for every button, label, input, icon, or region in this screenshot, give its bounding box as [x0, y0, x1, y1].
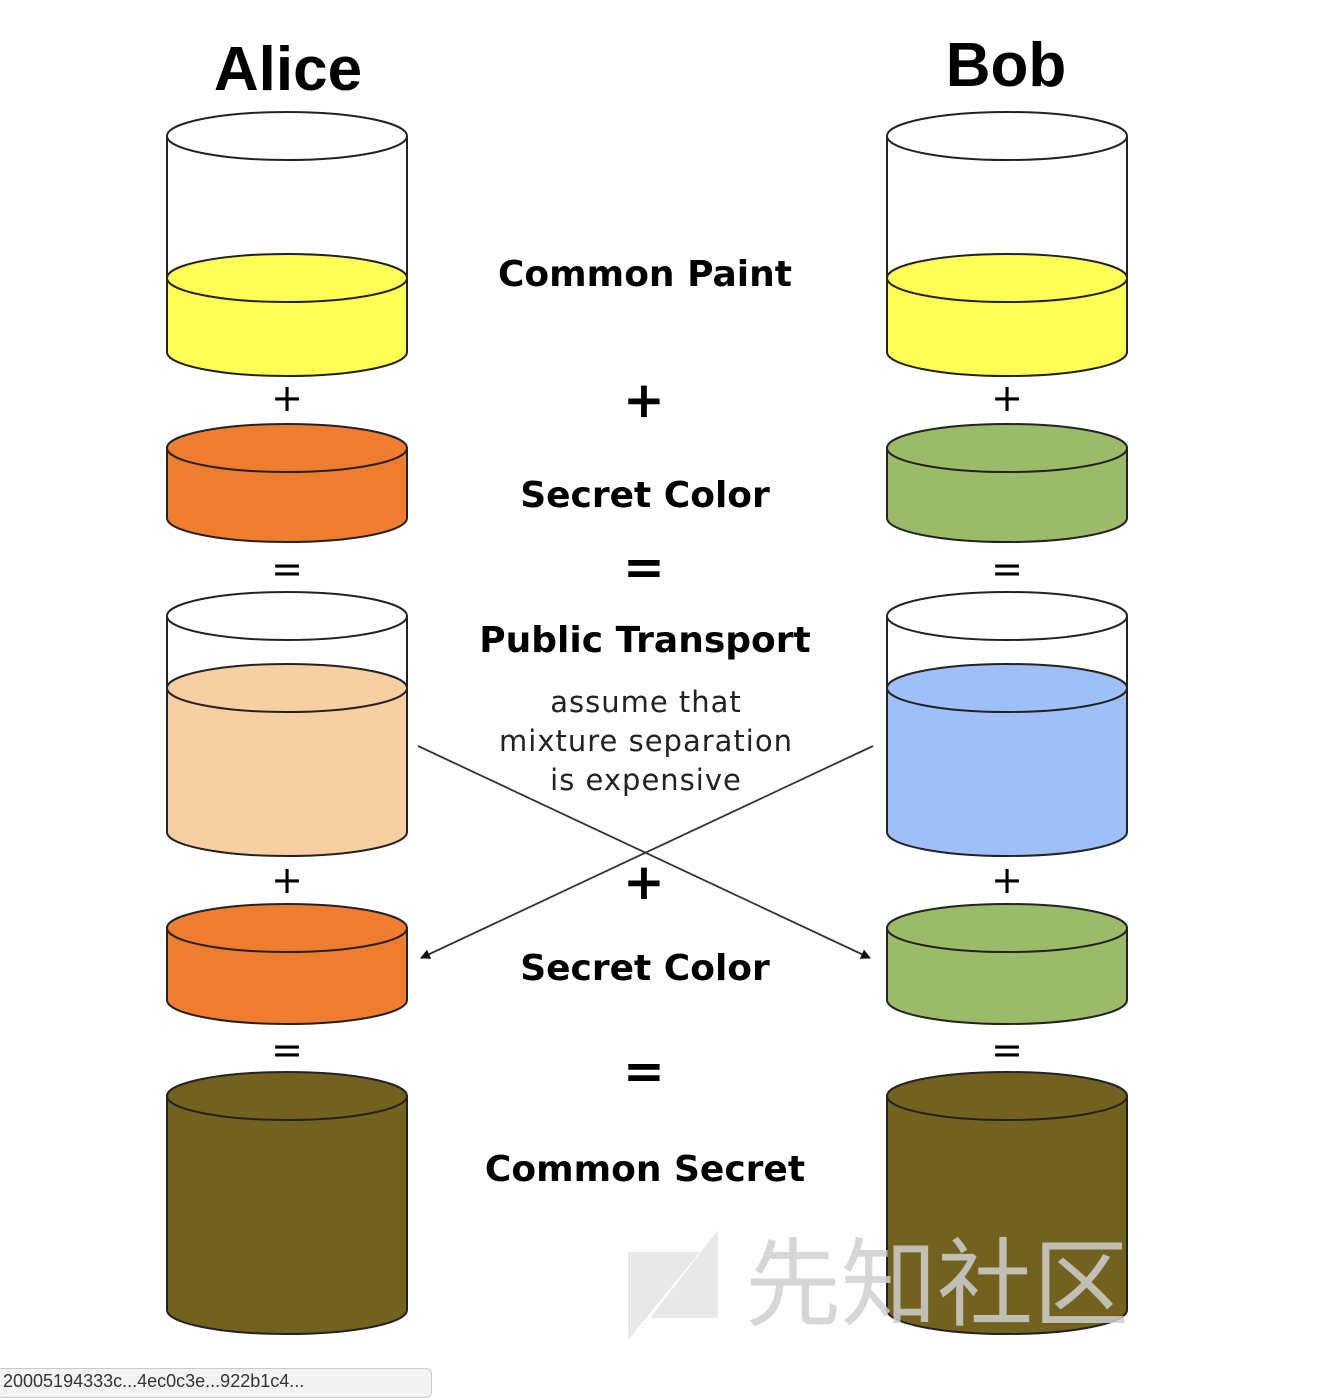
bob-secret-color-jar: [886, 423, 1128, 543]
common-secret-label: Common Secret: [485, 1149, 805, 1190]
bob-common-paint-jar: [886, 111, 1128, 377]
center-equals-2: =: [623, 1042, 665, 1100]
common-paint-label: Common Paint: [498, 254, 792, 295]
exchange-arrow-alice-to-bob: [417, 745, 871, 959]
note-line-2: mixture separation: [499, 724, 793, 758]
center-plus-2: +: [623, 853, 665, 911]
secret-color-label-1: Secret Color: [520, 475, 770, 516]
alice-secret-color-jar: [166, 423, 408, 543]
bob-plus-2: +: [991, 858, 1023, 902]
alice-plus-1: +: [271, 376, 303, 420]
secret-color-label-2: Secret Color: [520, 948, 770, 989]
alice-equals-2: =: [271, 1028, 303, 1072]
bob-title: Bob: [946, 31, 1067, 100]
center-plus-1: +: [623, 371, 665, 429]
exchange-arrow-bob-to-alice: [420, 745, 874, 959]
alice-equals-1: =: [271, 547, 303, 591]
bob-equals-1: =: [991, 547, 1023, 591]
alice-plus-2: +: [271, 858, 303, 902]
bob-public-mixture-jar: [886, 591, 1128, 857]
alice-title: Alice: [214, 35, 362, 104]
bob-plus-1: +: [991, 376, 1023, 420]
bob-equals-2: =: [991, 1028, 1023, 1072]
note-line-1: assume that: [550, 685, 742, 719]
alice-common-secret-jar: [166, 1071, 408, 1335]
alice-secret-color-jar-2: [166, 903, 408, 1025]
status-text: 20005194333c...4ec0c3e...922b1c4...: [3, 1371, 305, 1391]
alice-common-paint-jar: [166, 111, 408, 377]
watermark-text: 先知社区: [745, 1229, 1129, 1341]
alice-public-mixture-jar: [166, 591, 408, 857]
bob-common-secret-jar: [886, 1071, 1128, 1335]
public-transport-label: Public Transport: [479, 620, 811, 661]
center-equals-1: =: [623, 538, 665, 596]
status-tab: 20005194333c...4ec0c3e...922b1c4...: [0, 1368, 432, 1398]
note-line-3: is expensive: [550, 763, 742, 797]
bob-secret-color-jar-2: [886, 903, 1128, 1025]
watermark-logo: [628, 1230, 718, 1340]
